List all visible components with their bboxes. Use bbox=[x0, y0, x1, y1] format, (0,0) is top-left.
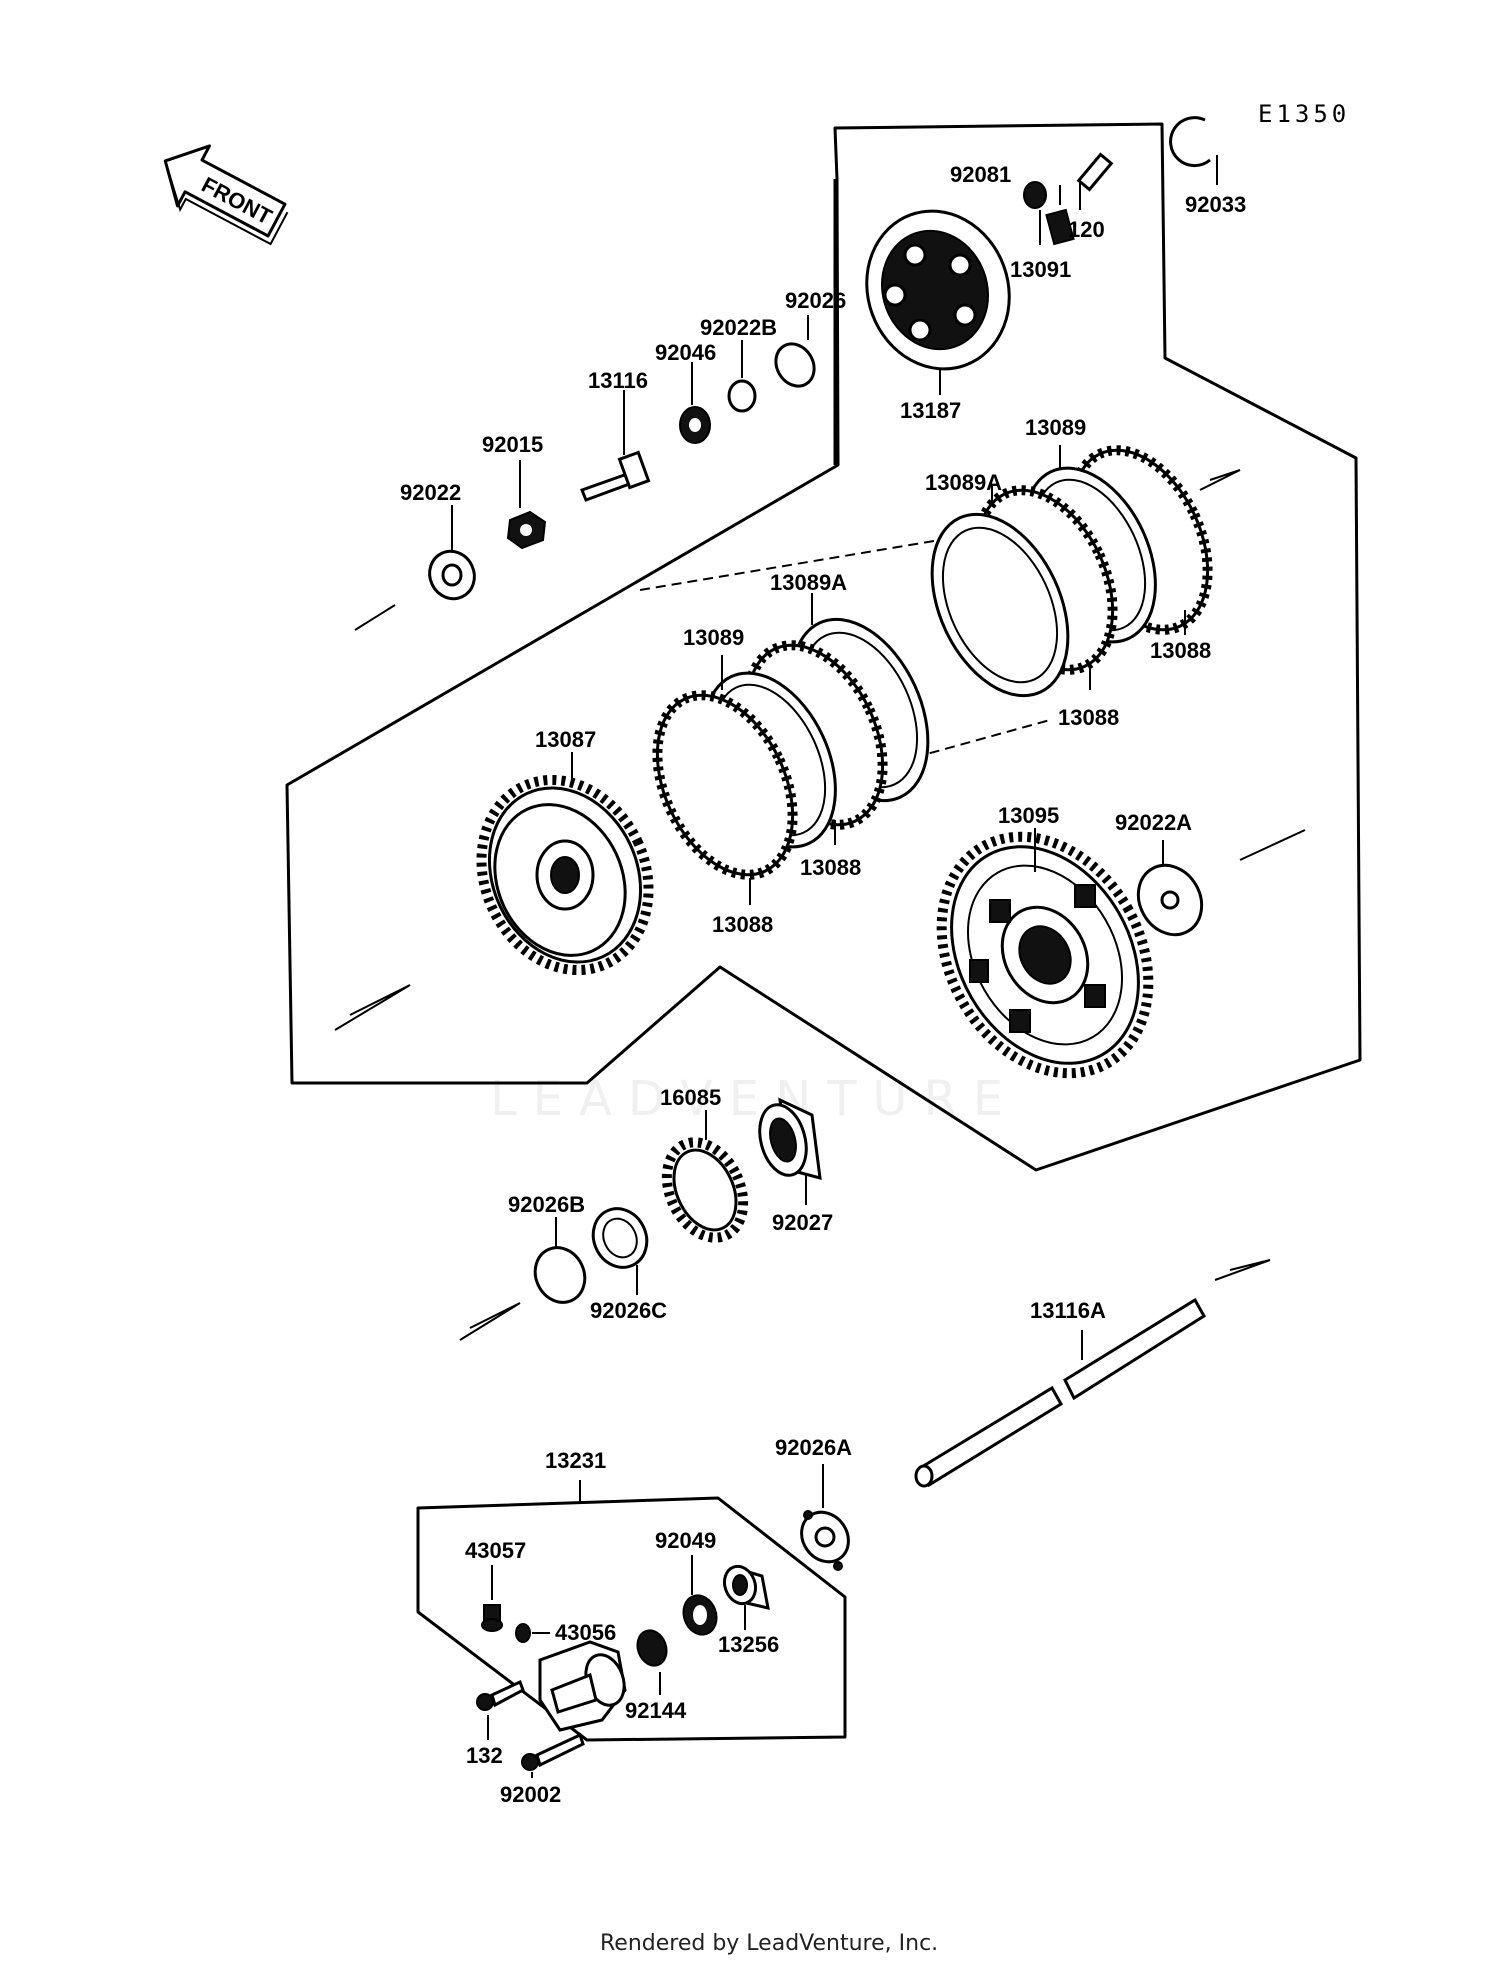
axis-tick bbox=[354, 604, 396, 631]
washer-13091 bbox=[1023, 181, 1047, 245]
nut-92015 bbox=[506, 460, 547, 550]
callout-13256: 13256 bbox=[718, 1632, 779, 1657]
bolt-120 bbox=[1076, 152, 1114, 210]
callout-132: 132 bbox=[466, 1743, 503, 1768]
callout-13089A-mid: 13089A bbox=[770, 570, 847, 595]
callout-13089A-top: 13089A bbox=[925, 470, 1002, 495]
axis-tick bbox=[334, 984, 411, 1031]
push-rod-13116A bbox=[914, 1297, 1207, 1488]
callout-13089-top: 13089 bbox=[1025, 415, 1086, 440]
cap-43056 bbox=[515, 1623, 550, 1643]
bleeder-43057 bbox=[481, 1565, 503, 1632]
washer-92022A bbox=[1136, 840, 1204, 937]
callout-13088-right: 13088 bbox=[1150, 638, 1211, 663]
pressure-plate-13187 bbox=[865, 209, 1011, 395]
axis-tick bbox=[1214, 1259, 1271, 1281]
seal-92049 bbox=[682, 1555, 718, 1636]
bolt-92002 bbox=[521, 1732, 585, 1778]
callout-13091: 13091 bbox=[1010, 257, 1071, 282]
callout-92022B: 92022B bbox=[700, 315, 777, 340]
bolt-132 bbox=[476, 1679, 525, 1740]
callout-13116: 13116 bbox=[588, 368, 648, 393]
callout-13231: 13231 bbox=[545, 1448, 606, 1473]
needle-bearing-92027 bbox=[758, 1097, 822, 1205]
callout-92081: 92081 bbox=[950, 162, 1011, 187]
cover-92026A bbox=[800, 1464, 850, 1571]
washer-92026C bbox=[591, 1207, 649, 1295]
circlip-92033 bbox=[1169, 116, 1218, 185]
piston-13256 bbox=[722, 1564, 770, 1630]
front-arrow-icon: FRONT bbox=[163, 144, 289, 246]
diagram-code: E1350 bbox=[1258, 100, 1350, 128]
callout-13187: 13187 bbox=[900, 398, 961, 423]
callout-13087: 13087 bbox=[535, 727, 596, 752]
callout-92002: 92002 bbox=[500, 1782, 561, 1807]
bushing-92026 bbox=[774, 315, 816, 388]
callout-43056: 43056 bbox=[555, 1620, 616, 1645]
callout-92026A: 92026A bbox=[775, 1435, 852, 1460]
callout-13088-center: 13088 bbox=[800, 855, 861, 880]
callout-92026C: 92026C bbox=[590, 1298, 667, 1323]
release-cylinder-body bbox=[538, 1640, 627, 1732]
callout-92144: 92144 bbox=[625, 1698, 687, 1723]
callout-16085: 16085 bbox=[660, 1085, 721, 1110]
callout-13088-left: 13088 bbox=[712, 912, 773, 937]
push-rod-13116 bbox=[580, 390, 651, 502]
callout-120: 120 bbox=[1068, 217, 1105, 242]
callout-92046: 92046 bbox=[655, 340, 716, 365]
callout-92049: 92049 bbox=[655, 1528, 716, 1553]
axis-tick bbox=[1239, 829, 1306, 861]
callout-43057: 43057 bbox=[465, 1538, 526, 1563]
callout-92026: 92026 bbox=[785, 288, 846, 313]
callout-13095: 13095 bbox=[998, 803, 1059, 828]
steel-plate-13089A-top bbox=[930, 485, 1070, 698]
seal-92144 bbox=[636, 1629, 668, 1695]
friction-plate-13088-left bbox=[652, 690, 798, 905]
callout-labels: 92033 92081 120 13091 13187 92026 92022B… bbox=[400, 162, 1246, 1807]
gear-16085 bbox=[661, 1110, 749, 1243]
washer-92026B bbox=[533, 1217, 587, 1304]
clutch-housing-13095 bbox=[936, 828, 1154, 1079]
footer-credit: Rendered by LeadVenture, Inc. bbox=[600, 1931, 938, 1956]
bearing-92046 bbox=[679, 362, 711, 444]
washer-92022B bbox=[727, 340, 757, 413]
shaft-subassembly-frame bbox=[416, 1496, 847, 1742]
callout-92026B: 92026B bbox=[508, 1192, 585, 1217]
callout-13116A: 13116A bbox=[1030, 1298, 1106, 1323]
washer-92022 bbox=[428, 505, 476, 601]
callout-13088-mid: 13088 bbox=[1058, 705, 1119, 730]
axis-tick bbox=[459, 1302, 521, 1341]
axis-tick bbox=[1199, 469, 1241, 491]
callout-92022: 92022 bbox=[400, 480, 461, 505]
clutch-assembly-frame bbox=[285, 122, 1362, 1172]
clutch-hub-13087 bbox=[476, 752, 654, 976]
spring-92081 bbox=[1045, 185, 1075, 246]
callout-13089-left: 13089 bbox=[683, 625, 744, 650]
callout-92015: 92015 bbox=[482, 432, 543, 457]
callout-92033: 92033 bbox=[1185, 192, 1246, 217]
watermark: LEADVENTURE bbox=[490, 1071, 1019, 1127]
callout-92022A: 92022A bbox=[1115, 810, 1192, 835]
callout-92027: 92027 bbox=[772, 1210, 833, 1235]
